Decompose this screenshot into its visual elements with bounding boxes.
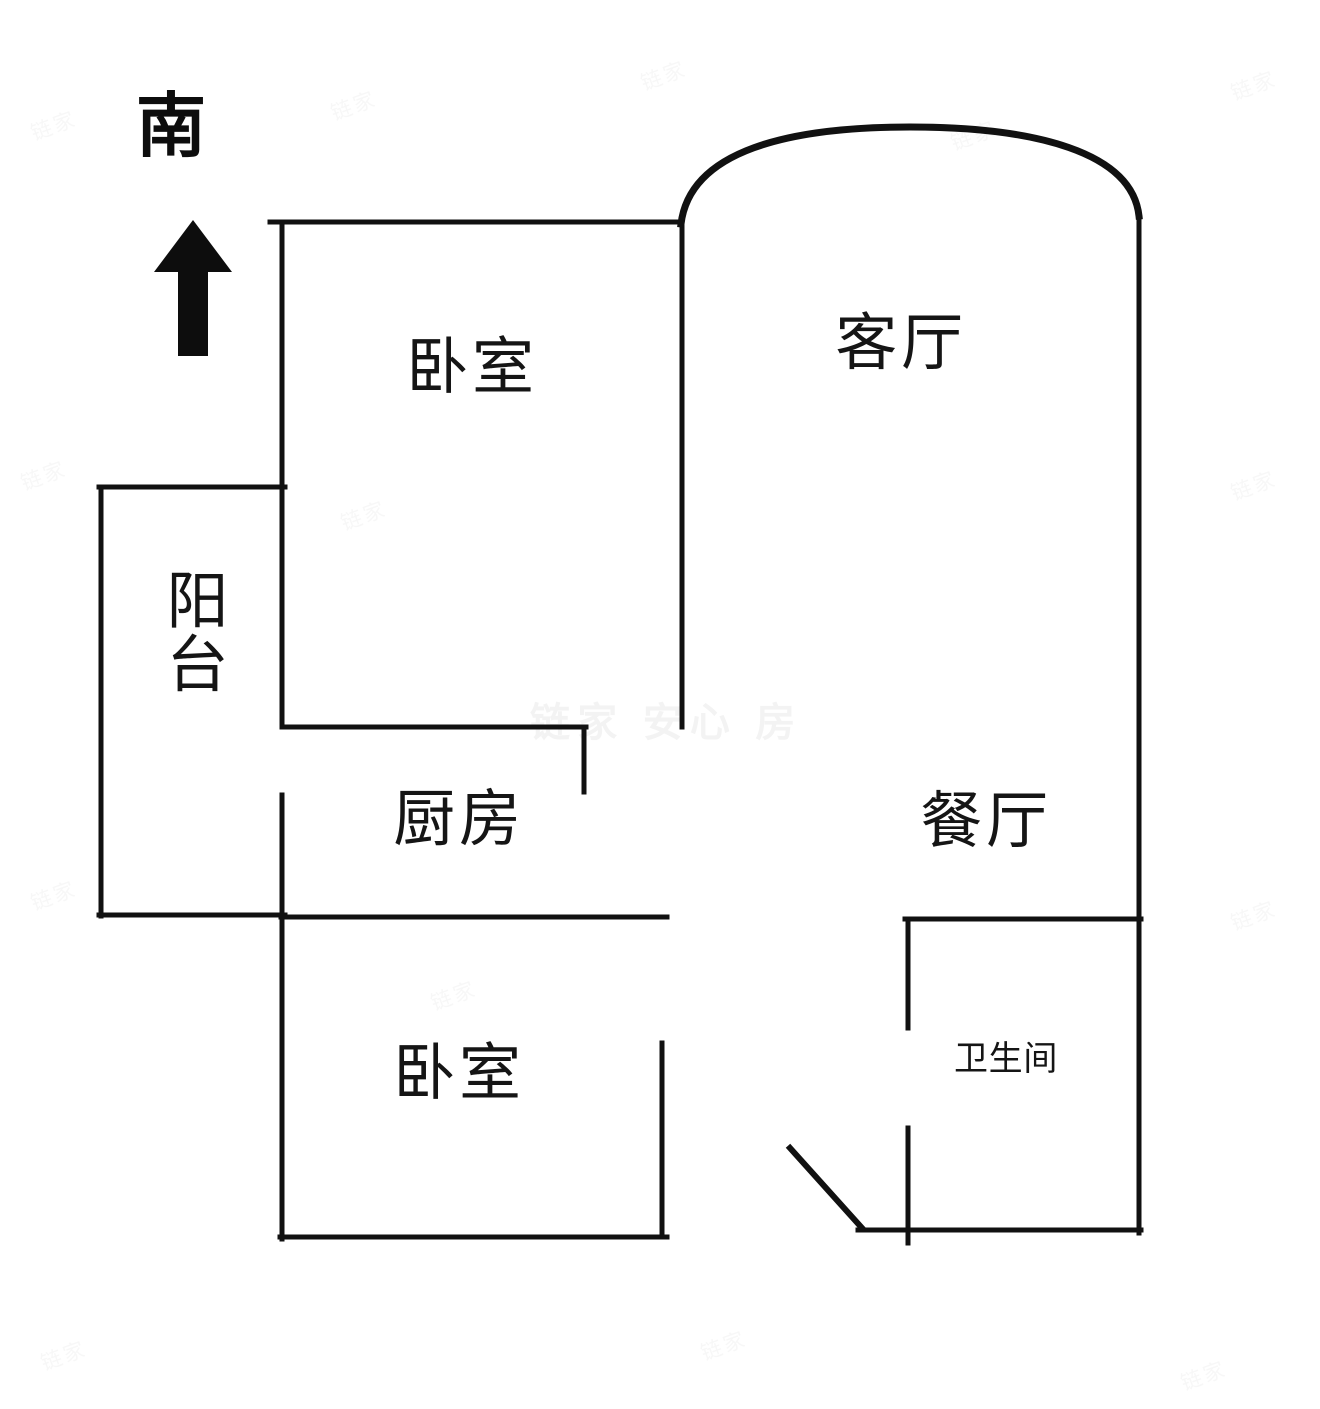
- compass-direction-label: 南: [136, 87, 206, 165]
- room-label-kitchen: 厨房: [393, 785, 525, 854]
- room-label-balcony: 阳台: [156, 568, 226, 695]
- room-label-bathroom: 卫生间: [953, 1040, 1059, 1078]
- room-label-dining-room: 餐厅: [920, 787, 1052, 856]
- north-arrow-icon: [154, 220, 232, 356]
- room-label-bedroom-north: 卧室: [406, 333, 538, 402]
- room-label-bedroom-south: 卧室: [393, 1039, 525, 1108]
- door-swing-entry: [785, 1143, 867, 1233]
- bay-window-arc: [677, 123, 1143, 228]
- room-label-living-room: 客厅: [835, 309, 967, 378]
